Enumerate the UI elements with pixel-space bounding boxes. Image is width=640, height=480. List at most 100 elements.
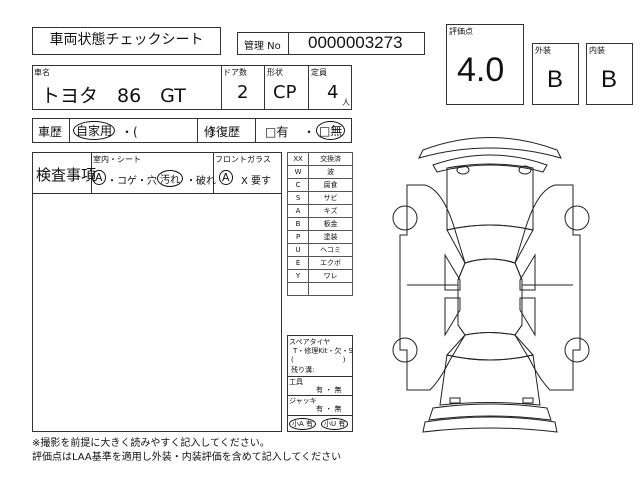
exterior-label: 外装 <box>535 46 551 55</box>
trunk[interactable] <box>439 354 541 406</box>
usage-circled: 自家用 <box>73 121 116 140</box>
headlight-right[interactable] <box>518 165 532 175</box>
score-box: 評価点 4.0 <box>446 24 524 105</box>
inspection-box: 検査事項 室内・シート A ・コゲ・穴 汚れ ・破れ フロントガラス A X 要… <box>32 152 282 432</box>
legend-cell: 交換済 <box>308 152 353 166</box>
headlight-left[interactable] <box>456 165 470 175</box>
note-2: 評価点はLAA基準を適用し外装・内装評価を含めて記入してください <box>32 452 342 463</box>
repair-yes: □有 <box>265 125 289 139</box>
wheel-rear-right[interactable] <box>564 337 590 363</box>
interior-grade: B <box>601 66 618 93</box>
rear-bumper-outer[interactable] <box>422 416 558 433</box>
history-label: 車歴 <box>38 125 63 139</box>
spare-label: スペアタイヤ <box>289 338 331 346</box>
wheel-rear-left[interactable] <box>392 337 418 363</box>
tools-label: 工具 <box>289 378 303 386</box>
tread-remaining: 残り溝: <box>291 366 315 374</box>
legend-cell: S <box>286 191 310 205</box>
legend-cell: 板金 <box>308 217 353 231</box>
legend-cell: E <box>286 256 310 270</box>
legend-cell: U <box>286 243 310 257</box>
spare-options: T・修理Kit・欠・S <box>293 347 353 355</box>
interior-options: ・コゲ・穴 <box>107 176 157 187</box>
left-side-panel[interactable] <box>399 184 466 391</box>
tools-options: 有 ・ 無 <box>316 386 342 394</box>
interior-dirt-circled: 汚れ <box>157 170 183 187</box>
legend-cell: C <box>286 178 310 192</box>
management-label: 管理 No <box>244 41 281 52</box>
spare-paren: ( ) <box>291 356 346 364</box>
interior-tear: ・破れ <box>186 176 216 187</box>
legend-cell: A <box>286 204 310 218</box>
history-row: 車歴 自家用 ・( ) 修復歴 □有 ・ □無 <box>32 118 352 143</box>
legend-cell: B <box>286 217 310 231</box>
jack-options: 有 ・ 無 <box>316 405 342 413</box>
capacity-value: 4 <box>327 82 339 103</box>
spare-tire-box: スペアタイヤ T・修理Kit・欠・S ( ) 残り溝: 工具 有 ・ 無 ジャッ… <box>287 335 353 432</box>
front-bumper-outer[interactable] <box>418 137 562 159</box>
usage-other: ・( ) <box>121 125 215 139</box>
interior-label: 内装 <box>589 46 605 55</box>
shape-value: CP <box>273 82 297 103</box>
doors-label: ドア数 <box>223 68 247 77</box>
right-side-panel[interactable] <box>514 184 581 391</box>
car-diagram[interactable] <box>385 120 590 440</box>
shape-label: 形状 <box>267 68 283 77</box>
repair-no-circled: □無 <box>316 121 346 140</box>
legend-cell: キズ <box>308 204 353 218</box>
score-value: 4.0 <box>457 51 505 89</box>
legend-cell: P <box>286 230 310 244</box>
wheel-front-right[interactable] <box>564 205 590 231</box>
legend-cell: XX <box>286 152 310 166</box>
rear-window[interactable] <box>446 332 534 361</box>
legend-cell: W <box>286 165 310 179</box>
legend-cell: 波 <box>308 165 353 179</box>
jack-label: ジャッキ <box>289 397 317 405</box>
interior-box: 内装 B <box>586 43 633 105</box>
legend-row <box>286 282 353 296</box>
inspection-label: 検査事項 <box>36 166 97 184</box>
capacity-unit: 人 <box>342 98 350 107</box>
legend-cell: ワレ <box>308 269 353 283</box>
small-a-circled: 小A 有 <box>289 418 317 430</box>
front-bumper-inner[interactable] <box>432 154 548 173</box>
title-box: 車両状態チェックシート <box>32 27 221 55</box>
management-box: 管理 No 0000003273 <box>237 32 425 55</box>
windshield[interactable] <box>446 224 534 264</box>
sheet-title: 車両状態チェックシート <box>49 32 204 48</box>
legend-cell: サビ <box>308 191 353 205</box>
roof[interactable] <box>457 258 523 336</box>
wheel-front-left[interactable] <box>392 205 418 231</box>
exterior-box: 外装 B <box>532 43 579 105</box>
exterior-grade: B <box>547 66 564 93</box>
windshield-label: フロントガラス <box>215 155 271 164</box>
legend-cell <box>286 282 310 296</box>
legend-cell: エクボ <box>308 256 353 270</box>
windshield-a-circled: A <box>219 170 233 185</box>
small-u-circled: 小U 有 <box>321 418 349 430</box>
legend-cell: 腐食 <box>308 178 353 192</box>
doors-value: 2 <box>237 82 249 103</box>
rear-bumper[interactable] <box>428 403 552 421</box>
management-number: 0000003273 <box>308 33 403 52</box>
legend-cell: 塗装 <box>308 230 353 244</box>
taillight-right[interactable] <box>522 397 534 404</box>
score-label: 評価点 <box>449 27 473 36</box>
taillight-left[interactable] <box>449 397 461 404</box>
interior-seat-label: 室内・シート <box>93 155 141 164</box>
legend-cell: ヘコミ <box>308 243 353 257</box>
capacity-label: 定員 <box>311 68 327 77</box>
interior-a-circled: A <box>92 170 106 185</box>
note-1: ※撮影を前提に大きく読みやすく記入してください。 <box>32 438 270 449</box>
